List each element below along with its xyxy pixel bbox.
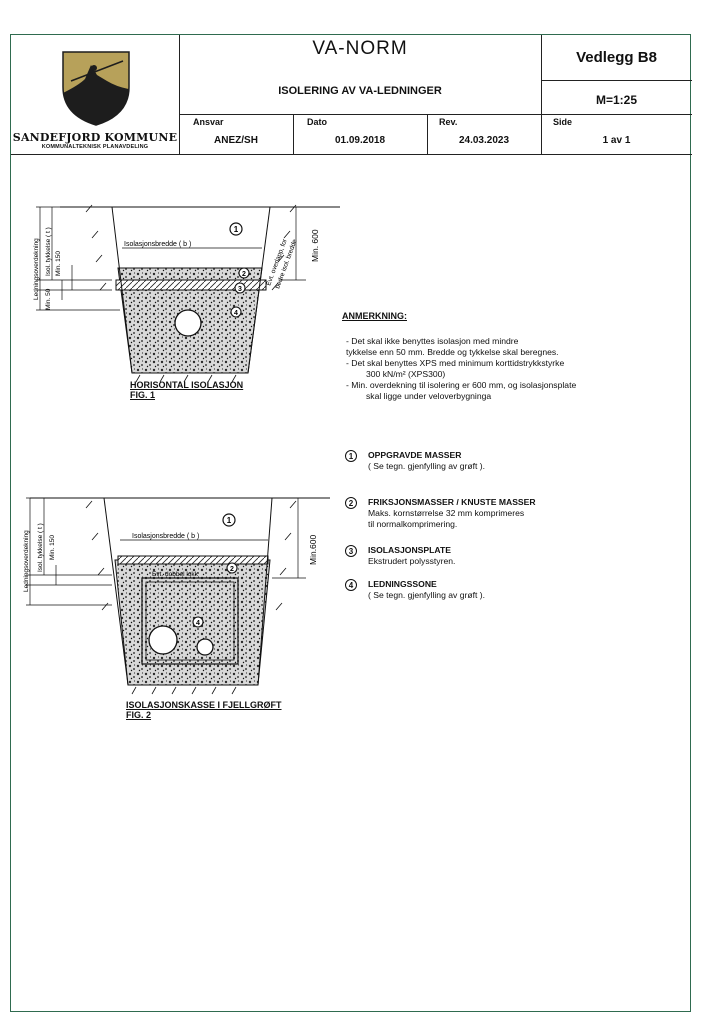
legend-item-1: 1 OPPGRAVDE MASSER ( Se tegn. gjenfyllin…: [345, 450, 485, 472]
note-line: - Min. overdekning til isolering er 600 …: [346, 380, 577, 390]
fig1-marker-2-icon: [238, 267, 250, 279]
figure-1-horizontal-insulation: Isolasjonsbredde ( b ) Min. 600 Lednings…: [33, 204, 340, 383]
legend-desc: ( Se tegn. gjenfylling av grøft ).: [368, 590, 486, 600]
fig1-caption-number: FIG. 1: [130, 390, 156, 400]
fig1-marker-2: 2: [242, 271, 246, 278]
fig2-right-trench-wall: [257, 497, 273, 686]
fig2-caption-title: ISOLASJONSKASSE I FJELLGRØFT: [126, 700, 282, 710]
fig2-marker-2: 2: [230, 566, 234, 573]
rev-cell: [427, 115, 541, 155]
fig1-min150-label: Min. 150: [55, 251, 62, 276]
fig1-dimensions: [36, 206, 306, 311]
legend-title: ISOLASJONSPLATE: [368, 545, 451, 555]
fig1-soil-hatch: [85, 204, 297, 383]
note-line: - Det skal ikke benyttes isolasjon med m…: [346, 336, 519, 346]
note-line: - Det skal benyttes XPS med minimum kort…: [346, 358, 565, 368]
side-cell: [541, 115, 692, 155]
legend-desc: Maks. kornstørrelse 32 mm komprimeres: [368, 508, 525, 518]
page-title: VA-NORM: [312, 38, 408, 59]
fig1-marker-4-icon: [230, 306, 242, 318]
fig1-marker-1: 1: [234, 225, 239, 234]
figure-2-insulation-box: Isolasjonsbredde ( b ) Min.600 Ledningso…: [23, 497, 330, 695]
fig1-overdekning-label: Ledningsoverdekning: [33, 238, 40, 300]
legend-title: LEDNINGSSONE: [368, 579, 437, 589]
fig2-width-label: Isolasjonsbredde ( b ): [132, 533, 199, 540]
fig1-caption: HORISONTAL ISOLASJON FIG. 1: [130, 380, 243, 400]
title-cell: [179, 35, 541, 115]
fig2-pipe-small: [196, 638, 214, 656]
fig1-width-label: Isolasjonsbredde ( b ): [124, 241, 191, 248]
fig1-tykkelse-label: Isol. tykkelse ( t ): [45, 227, 52, 276]
municipality-shield-icon: [62, 51, 130, 126]
legend-number-3-icon: 3: [345, 545, 357, 557]
fig2-pipe-large: [148, 625, 178, 655]
fig1-marker-3: 3: [238, 286, 242, 293]
legend-title: OPPGRAVDE MASSER: [368, 450, 462, 460]
fig2-insulation-box-inner: [145, 581, 235, 661]
department-name: KOMMUNALTEKNISK PLANAVDELING: [41, 144, 149, 150]
ansvar-value: ANEZ/SH: [214, 135, 258, 146]
dato-value: 01.09.2018: [334, 135, 386, 146]
attachment-cell: [541, 35, 692, 81]
fig1-marker-3-icon: [234, 282, 246, 294]
legend-item-4: 4 LEDNINGSSONE ( Se tegn. gjenfylling av…: [345, 579, 485, 601]
fig1-caption-title: HORISONTAL ISOLASJON: [130, 380, 244, 390]
dato-label: Dato: [307, 117, 327, 127]
drawing-sheet: SANDEFJORD KOMMUNE KOMMUNALTEKNISK PLANA…: [10, 34, 692, 1012]
fig2-top-plate: [117, 555, 269, 565]
legend-number-4-icon: 4: [345, 579, 357, 591]
legend-item-3: 3 ISOLASJONSPLATE Ekstrudert polysstyren…: [345, 545, 455, 567]
side-value: 1 av 1: [602, 135, 631, 146]
fig2-rock-hatch: [85, 500, 297, 695]
fig1-cover-label: Min. 600: [310, 229, 320, 262]
fig2-marker-1-icon: [222, 513, 236, 527]
fig2-min150-label: Min. 150: [49, 535, 56, 560]
fig1-right-trench-wall: [247, 206, 271, 374]
title-block: SANDEFJORD KOMMUNE KOMMUNALTEKNISK PLANA…: [11, 35, 692, 155]
note-line: skal ligge under veloverbygninga: [366, 391, 492, 401]
fig1-insulation-plate: [115, 279, 267, 291]
fig2-marker-4-icon: [192, 616, 204, 628]
fig2-insulation-box: [141, 577, 239, 665]
legend-number-1-icon: 1: [345, 450, 357, 462]
note-line: tykkelse enn 50 mm. Bredde og tykkelse s…: [346, 347, 559, 357]
notes-title: ANMERKNING:: [342, 311, 407, 321]
fig2-dimensions: [26, 497, 306, 606]
scale-cell: [541, 81, 692, 115]
scale-value: M=1:25: [595, 93, 638, 107]
legend-title: FRIKSJONSMASSER / KNUSTE MASSER: [368, 497, 536, 507]
rev-value: 24.03.2023: [458, 135, 510, 146]
dato-cell: [293, 115, 427, 155]
note-line: 300 kN/m² (XPS300): [366, 369, 446, 379]
fig2-caption: ISOLASJONSKASSE I FJELLGRØFT FIG. 2: [126, 700, 282, 720]
municipality-name: SANDEFJORD KOMMUNE: [12, 131, 178, 144]
fig2-left-trench-wall: [103, 497, 129, 686]
ansvar-label: Ansvar: [193, 117, 224, 127]
fig2-inner-label: Evt. dobbel lokk: [152, 571, 199, 578]
logo-cell: SANDEFJORD KOMMUNE KOMMUNALTEKNISK PLANA…: [11, 35, 179, 155]
fig2-cover-label: Min.600: [308, 534, 318, 565]
fig1-pipe: [174, 309, 202, 337]
attachment-label: Vedlegg B8: [576, 49, 657, 66]
fig2-marker-1: 1: [227, 516, 232, 525]
fig2-marker-4: 4: [196, 620, 200, 627]
ansvar-cell: [179, 115, 293, 155]
page-subtitle: ISOLERING AV VA-LEDNINGER: [278, 85, 442, 97]
fig2-caption-number: FIG. 2: [126, 710, 152, 720]
legend-desc: ( Se tegn. gjenfylling av grøft ).: [368, 461, 486, 471]
legend-item-2: 2 FRIKSJONSMASSER / KNUSTE MASSER Maks. …: [345, 497, 536, 530]
fig1-marker-4: 4: [234, 310, 238, 317]
fig2-tykkelse-label: Isol. tykkelse ( t ): [37, 523, 44, 572]
legend-desc: til normalkomprimering.: [368, 519, 458, 529]
fig1-min50-label: Min. 50: [45, 288, 52, 310]
fig1-left-trench-wall: [111, 206, 133, 374]
legend-desc: Ekstrudert polysstyren.: [368, 556, 456, 566]
legend-number-2-icon: 2: [345, 497, 357, 509]
fig2-overdekning-label: Ledningsoverdekning: [23, 530, 30, 592]
fig1-marker-1-icon: [229, 222, 243, 236]
fig2-marker-2-icon: [226, 562, 238, 574]
rev-label: Rev.: [439, 117, 458, 127]
side-label: Side: [553, 117, 573, 127]
